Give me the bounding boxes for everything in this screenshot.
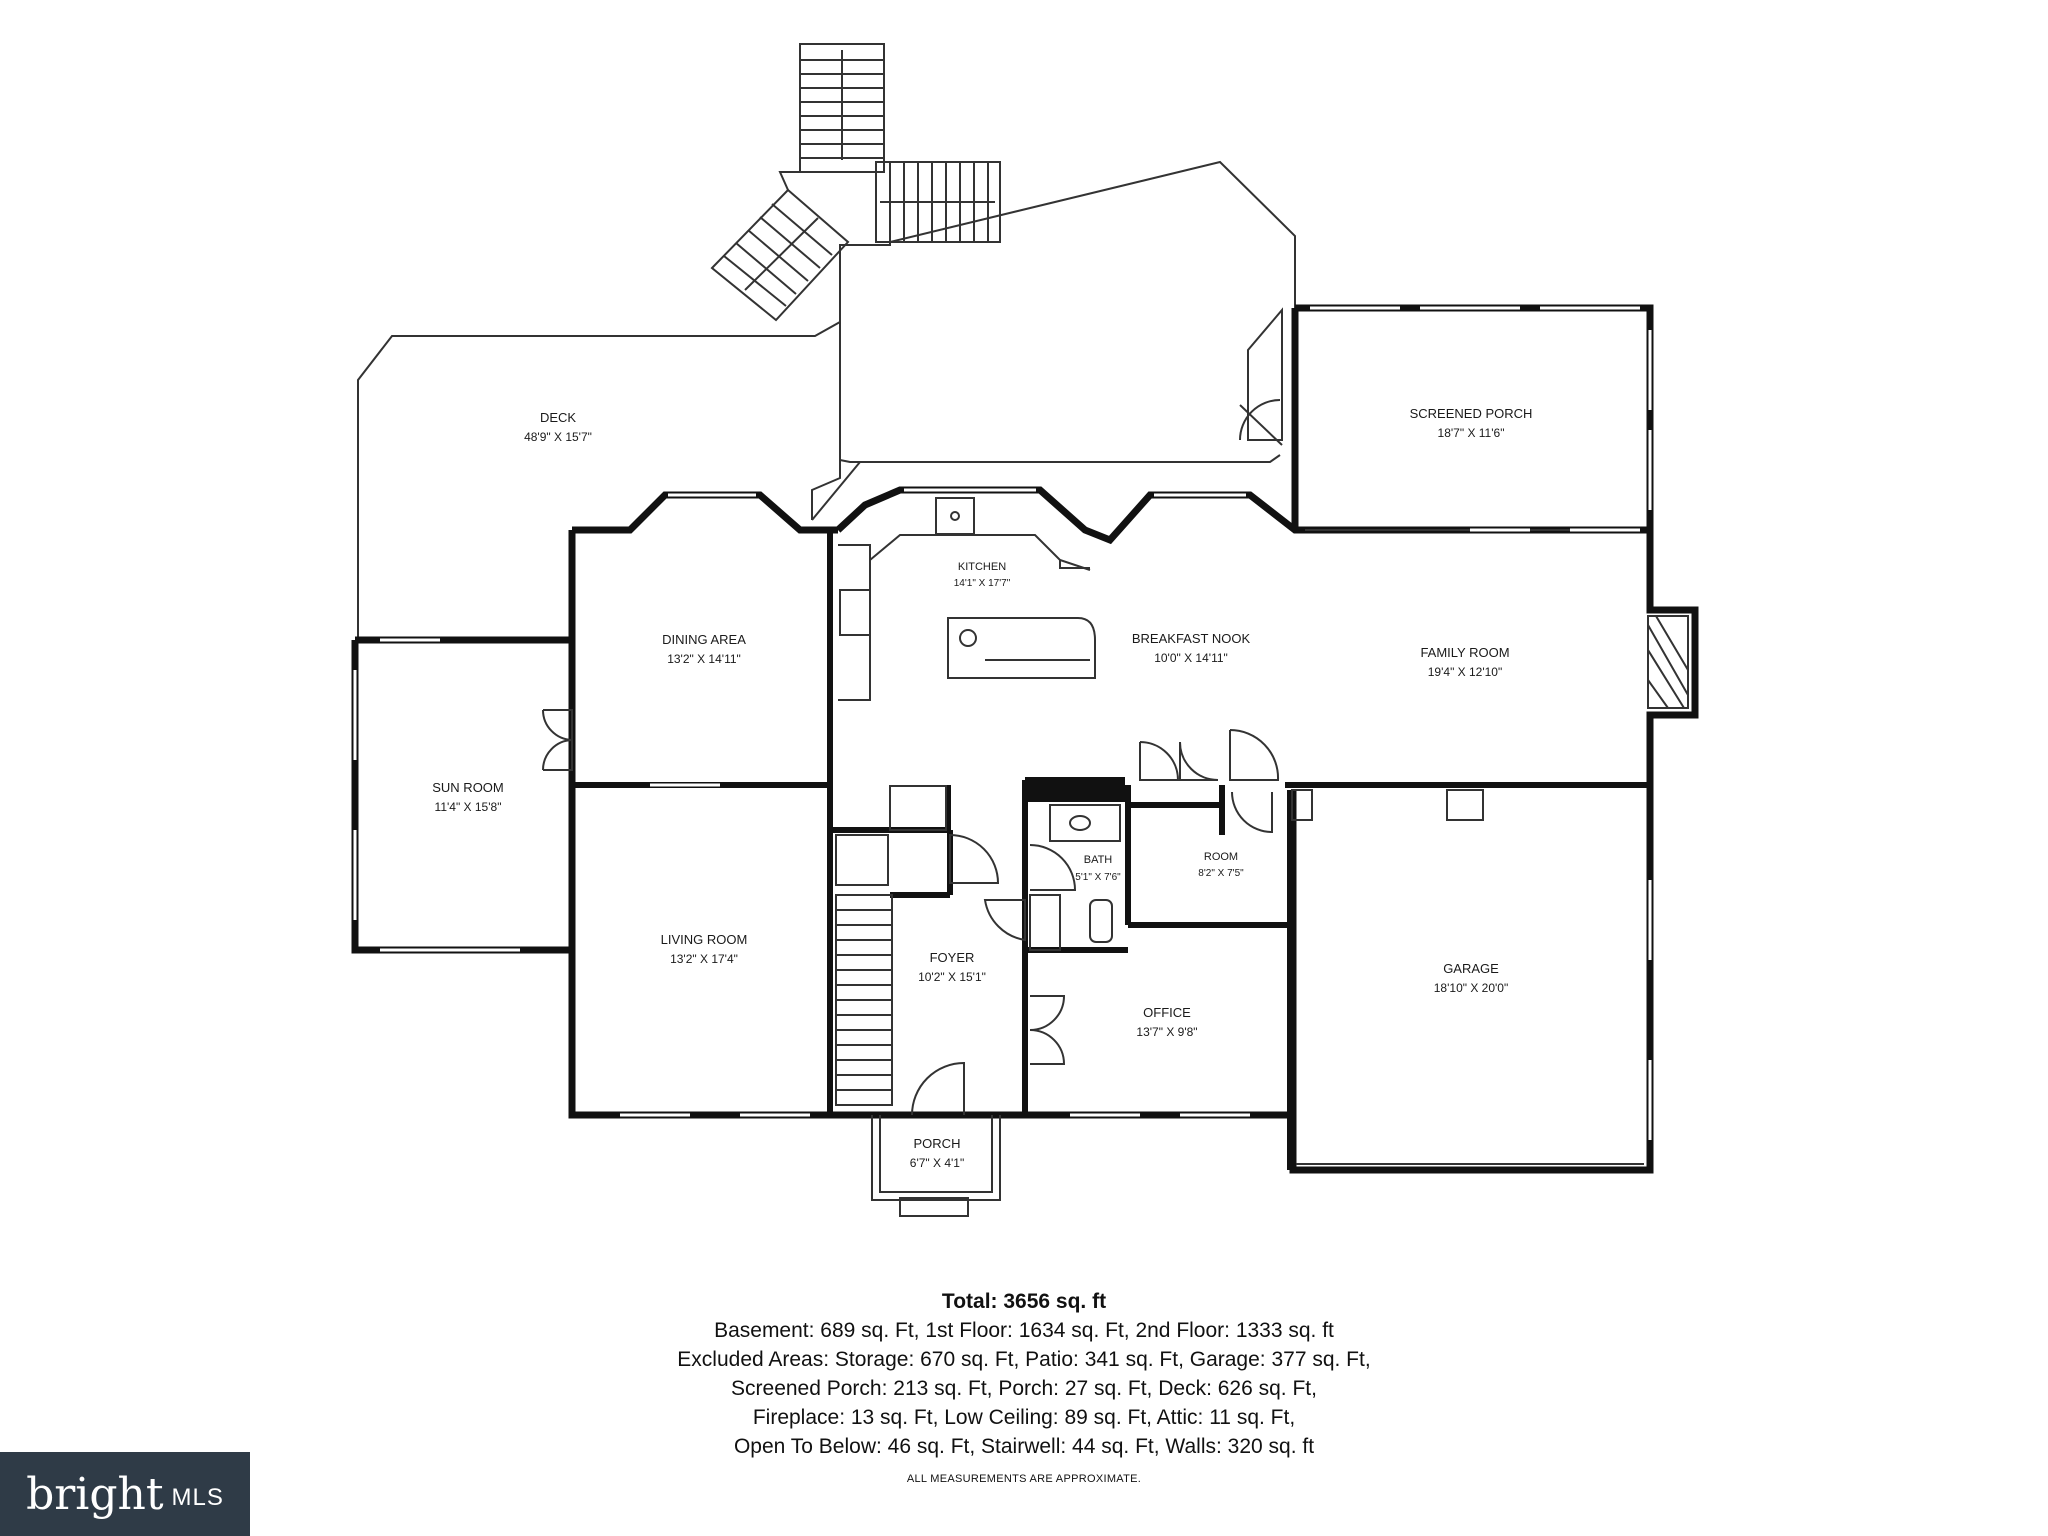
dining-area-dims: 13'2" X 14'11" <box>667 652 741 666</box>
room-label: ROOM <box>1204 851 1238 863</box>
windows <box>353 306 1652 1140</box>
summary-line: Basement: 689 sq. Ft, 1st Floor: 1634 sq… <box>714 1319 1334 1342</box>
garage-dims: 18'10" X 20'0" <box>1434 981 1509 995</box>
sun-room-label: SUN ROOM <box>432 780 504 795</box>
area-summary: Total: 3656 sq. ft Basement: 689 sq. Ft,… <box>0 1288 2048 1485</box>
foyer-dims: 10'2" X 15'1" <box>918 970 986 984</box>
bath-dims: 5'1" X 7'6" <box>1075 872 1121 883</box>
porch-label: PORCH <box>914 1136 961 1151</box>
interior-walls <box>572 530 1650 1170</box>
dining-area-label: DINING AREA <box>662 632 746 647</box>
family-room-label: FAMILY ROOM <box>1420 645 1509 660</box>
disclaimer: ALL MEASUREMENTS ARE APPROXIMATE. <box>906 1473 1142 1485</box>
summary-line: Fireplace: 13 sq. Ft, Low Ceiling: 89 sq… <box>752 1406 1296 1429</box>
office-label: OFFICE <box>1143 1005 1191 1020</box>
deck-stairs <box>710 43 1001 322</box>
deck-dims: 48'9" X 15'7" <box>524 430 592 444</box>
screened-porch-dims: 18'7" X 11'6" <box>1438 426 1505 440</box>
deck-outline <box>357 160 1296 638</box>
sun-room-dims: 11'4" X 15'8" <box>435 800 502 814</box>
foyer-label: FOYER <box>930 950 975 965</box>
logo-suffix: MLS <box>171 1484 224 1511</box>
summary-line: Open To Below: 46 sq. Ft, Stairwell: 44 … <box>733 1435 1315 1458</box>
living-room-dims: 13'2" X 17'4" <box>670 952 738 966</box>
room-dims: 8'2" X 7'5" <box>1198 868 1244 879</box>
kitchen-label: KITCHEN <box>958 561 1006 573</box>
total-area: Total: 3656 sq. ft <box>941 1290 1107 1313</box>
bright-mls-logo: bright MLS <box>0 1452 250 1536</box>
summary-line: Screened Porch: 213 sq. Ft, Porch: 27 sq… <box>731 1377 1317 1400</box>
summary-line: Excluded Areas: Storage: 670 sq. Ft, Pat… <box>677 1348 1371 1371</box>
porch-dims: 6'7" X 4'1" <box>910 1156 964 1170</box>
deck-label: DECK <box>540 410 576 425</box>
bath-wall-block <box>1025 780 1125 802</box>
fixtures <box>542 399 1689 1217</box>
living-room-label: LIVING ROOM <box>661 932 748 947</box>
breakfast-nook-dims: 10'0" X 14'11" <box>1154 651 1228 665</box>
garage-label: GARAGE <box>1443 961 1499 976</box>
room-labels: DECK 48'9" X 15'7" SCREENED PORCH 18'7" … <box>432 406 1532 1170</box>
kitchen-dims: 14'1" X 17'7" <box>954 578 1011 589</box>
bath-label: BATH <box>1084 854 1113 866</box>
screened-porch-label: SCREENED PORCH <box>1410 406 1533 421</box>
breakfast-nook-label: BREAKFAST NOOK <box>1132 631 1251 646</box>
family-room-dims: 19'4" X 12'10" <box>1428 665 1503 679</box>
office-dims: 13'7" X 9'8" <box>1136 1025 1197 1039</box>
logo-brand: bright <box>26 1468 164 1520</box>
